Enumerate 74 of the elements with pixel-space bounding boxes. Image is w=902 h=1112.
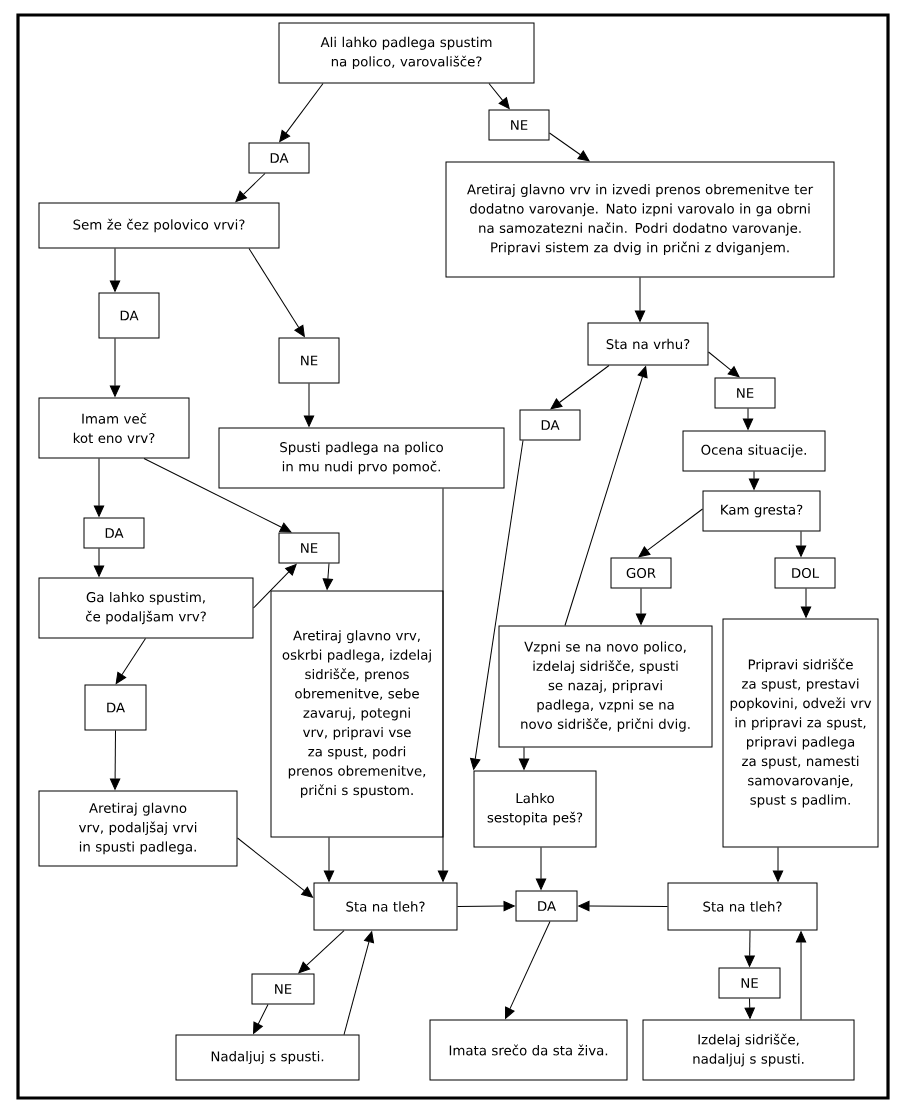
arrow: [235, 173, 266, 203]
process-box: Vzpni se na novo polico, izdelaj sidrišče, spusti se nazaj, pripravi padlega, vzpni se na novo sidrišče, prični dvig.: [498, 625, 713, 748]
arrow: [253, 563, 297, 609]
arrow: [109, 248, 121, 292]
arrow: [470, 440, 524, 770]
arrow: [298, 930, 345, 974]
process-box: Kam gresta?: [702, 490, 821, 532]
arrow: [303, 383, 315, 427]
process-box: Aretiraj glavno vrv in izvedi prenos obremenitve ter dodatno varovanje. Nato izpni varovalo in ga obrni na samozatezni način. Podri dodatno varovanje. Pripravi sistem za dvig in prični z dviganjem.: [445, 161, 835, 278]
answer-box: NE: [278, 337, 340, 384]
process-box: Nadaljuj s spusti.: [175, 1034, 360, 1081]
arrow: [457, 900, 515, 912]
answer-box: DA: [515, 890, 578, 922]
process-box: Lahko sestopita peš?: [473, 770, 597, 848]
process-box: Izdelaj sidrišče, nadaljuj s spusti.: [642, 1019, 855, 1081]
arrow: [795, 931, 807, 1020]
arrow: [93, 458, 105, 517]
arrow: [323, 837, 335, 882]
process-box: Aretiraj glavno vrv, oskrbi padlega, izdelaj sidrišče, prenos obremenitve, sebe zavaruj, potegni vrv, pripravi vse za spust, podri prenos obremenitve, prični s spustom.: [270, 590, 444, 838]
arrow: [634, 277, 646, 322]
arrow: [518, 747, 530, 770]
process-box: Ga lahko spustim, če podaljšam vrv?: [38, 577, 254, 639]
process-box: Imata srečo da sta živa.: [429, 1019, 628, 1081]
arrow: [638, 508, 703, 558]
process-box: Pripravi sidrišče za spust, prestavi popkovini, odveži vrv in pripravi za spust, pripravi padlega za spust, namesti samovarovanje, spust s padlim.: [722, 618, 879, 848]
answer-box: DA: [519, 409, 581, 441]
arrow: [744, 998, 755, 1019]
process-box: Sta na vrhu?: [587, 322, 709, 366]
process-box: Sem že čez polovico vrvi?: [38, 202, 280, 249]
answer-box: DA: [248, 142, 310, 174]
answer-box: DA: [84, 684, 147, 731]
arrow: [237, 837, 314, 898]
answer-box: NE: [718, 967, 781, 999]
arrow: [109, 338, 121, 397]
arrow: [550, 365, 610, 410]
answer-box: NE: [251, 973, 315, 1005]
process-box: Spusti padlega na polico in mu nudi prvo pomoč.: [218, 427, 505, 489]
arrow: [343, 931, 375, 1035]
process-box: Ali lahko padlega spustim na polico, varovališče?: [278, 22, 535, 84]
answer-box: NE: [714, 377, 776, 409]
arrow: [549, 132, 590, 162]
arrow: [795, 531, 807, 557]
arrow: [535, 847, 547, 890]
arrow: [253, 1004, 269, 1034]
arrow: [635, 588, 647, 625]
answer-box: DA: [98, 292, 160, 339]
process-box: Imam več kot eno vrv?: [38, 397, 190, 459]
answer-box: GOR: [610, 557, 672, 589]
arrow: [143, 458, 292, 533]
answer-box: DOL: [774, 557, 836, 589]
arrow: [772, 847, 784, 882]
arrow: [279, 83, 324, 142]
arrow: [708, 351, 740, 378]
arrow: [744, 930, 755, 967]
arrow: [322, 563, 334, 590]
arrow: [488, 83, 510, 110]
answer-box: NE: [488, 109, 550, 141]
arrow: [564, 366, 648, 626]
arrow: [115, 638, 146, 684]
process-box: Ocena situacije.: [682, 430, 826, 472]
arrow: [109, 730, 121, 790]
arrow: [748, 471, 760, 490]
process-box: Sta na tleh?: [313, 882, 458, 931]
answer-box: NE: [278, 532, 340, 564]
process-box: Sta na tleh?: [667, 882, 818, 931]
arrow: [248, 248, 305, 337]
arrow: [505, 921, 551, 1019]
arrow: [742, 408, 754, 430]
answer-box: DA: [83, 517, 145, 549]
arrow: [578, 900, 668, 912]
arrow: [93, 548, 105, 577]
arrow: [800, 588, 812, 618]
arrow: [437, 488, 449, 882]
process-box: Aretiraj glavno vrv, podaljšaj vrvi in spusti padlega.: [38, 790, 238, 867]
